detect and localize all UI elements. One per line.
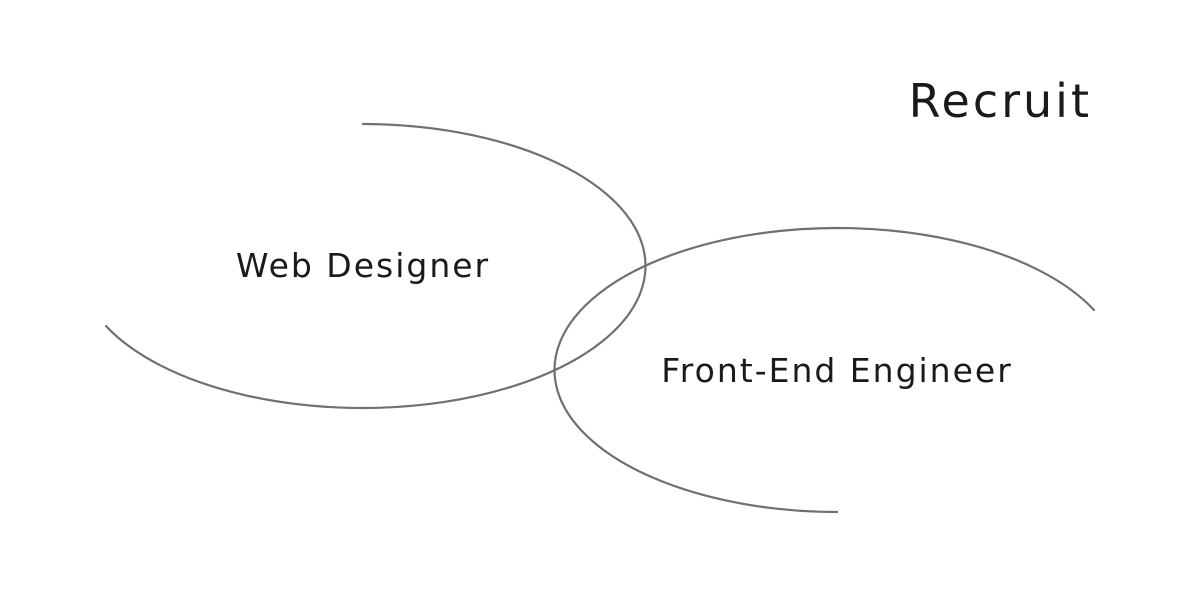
web-designer-arc: [104, 122, 647, 410]
front-end-engineer-arc: [553, 226, 1096, 514]
web-designer-link[interactable]: Web Designer: [235, 246, 491, 286]
page-title: Recruit: [908, 74, 1092, 128]
front-end-engineer-link[interactable]: Front-End Engineer: [661, 351, 1013, 391]
